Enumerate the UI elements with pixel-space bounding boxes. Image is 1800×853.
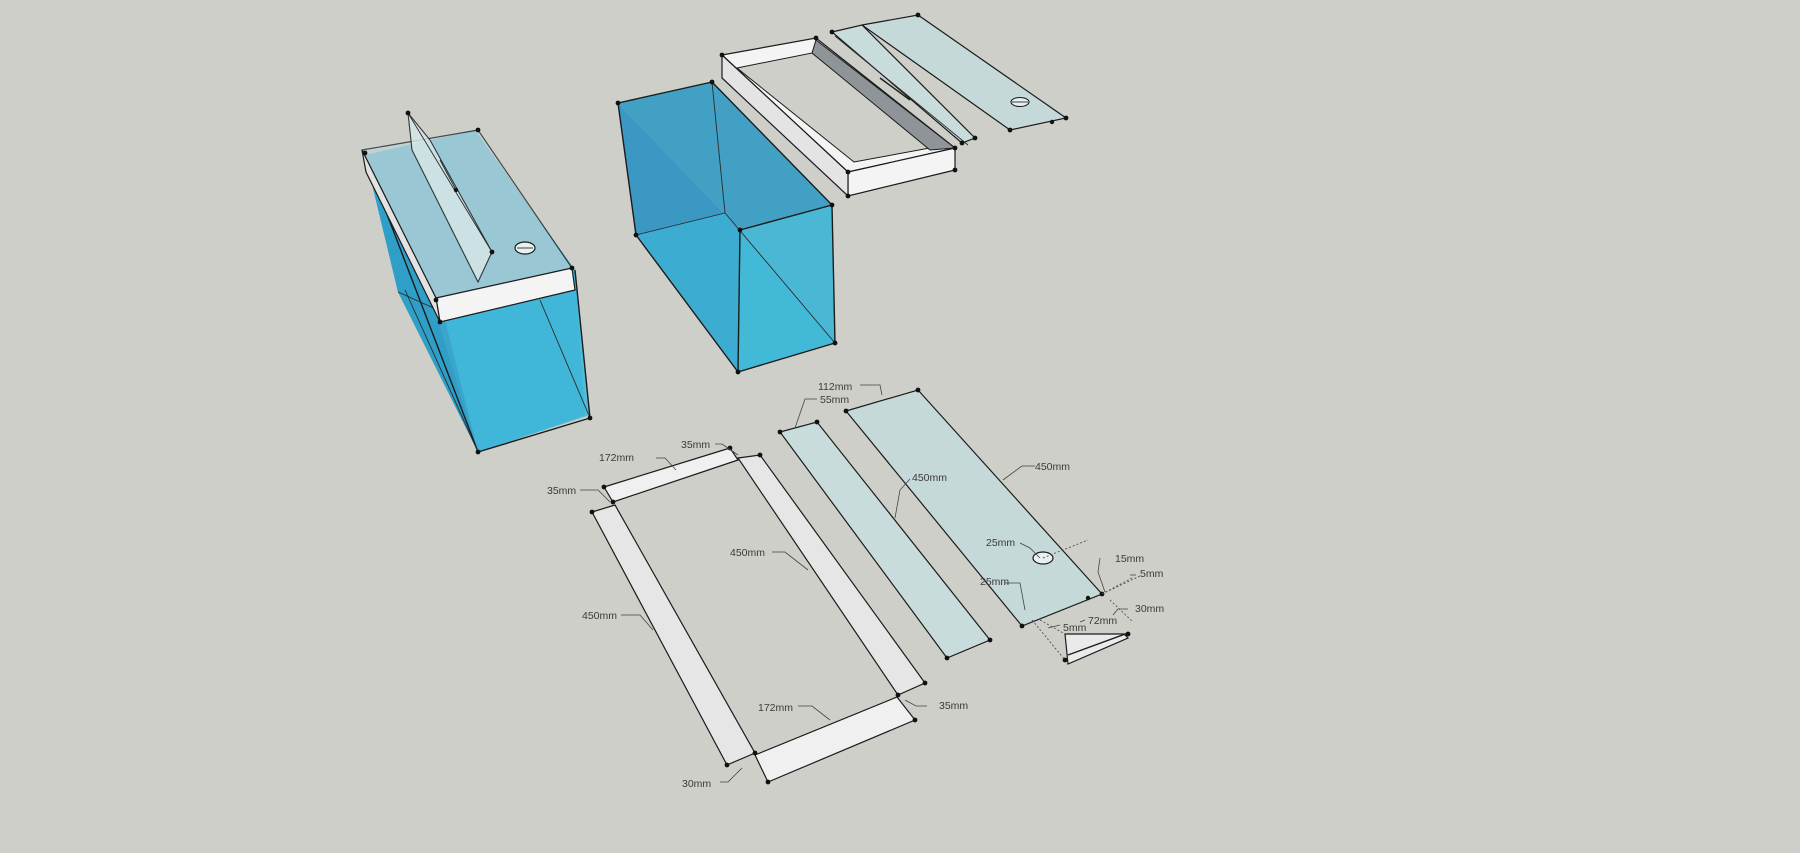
dim-lid-width: 112mm xyxy=(818,381,852,393)
exploded-lid-panel xyxy=(843,387,1141,665)
dim-lid-gap: 5mm xyxy=(1140,568,1164,580)
dim-frame-top-length: 172mm xyxy=(599,452,634,464)
exploded-strip-panel xyxy=(777,419,993,661)
dim-strip-width: 55mm xyxy=(820,394,849,406)
frame-piece-left-rail xyxy=(591,504,756,766)
glass-tank-bottom-face xyxy=(636,213,835,372)
dim-frame-top-width: 35mm xyxy=(681,439,710,451)
dim-clip-length: 72mm xyxy=(1088,615,1117,627)
glass-lid-assembled xyxy=(829,12,1069,146)
dim-frame-bottom-width: 35mm xyxy=(939,700,968,712)
dimension-labels: 35mm 172mm 35mm 450mm 450mm 172mm 35mm 3… xyxy=(547,381,1164,790)
dim-clip-gap: 5mm xyxy=(1063,622,1087,634)
dim-frame-bottom-length: 172mm xyxy=(758,702,793,714)
exploded-lid-frame xyxy=(589,445,928,785)
dim-lid-notch: 15mm xyxy=(1115,553,1144,565)
glass-tank-back-face xyxy=(618,82,832,230)
dim-frame-thickness: 30mm xyxy=(682,778,711,790)
dim-clip-height: 30mm xyxy=(1135,603,1164,615)
dimension-leaders xyxy=(580,384,1136,783)
assembled-tank xyxy=(361,110,593,455)
dim-frame-right-length: 450mm xyxy=(730,547,765,559)
assembled-hinged-flap xyxy=(407,111,493,284)
dim-frame-top-depth: 35mm xyxy=(547,485,576,497)
dim-strip-length: 450mm xyxy=(912,472,947,484)
dim-frame-left-length: 450mm xyxy=(582,610,617,622)
lid-frame-assembled xyxy=(719,35,958,199)
glass-tank xyxy=(615,79,838,375)
assembled-tank-front-face xyxy=(440,270,590,452)
dim-lid-length: 450mm xyxy=(1035,461,1070,473)
dim-lid-offset: 25mm xyxy=(980,576,1009,588)
dim-lid-hole: 25mm xyxy=(986,537,1015,549)
frame-piece-top-rail xyxy=(603,447,739,503)
lid-panel-clip xyxy=(1064,633,1130,665)
